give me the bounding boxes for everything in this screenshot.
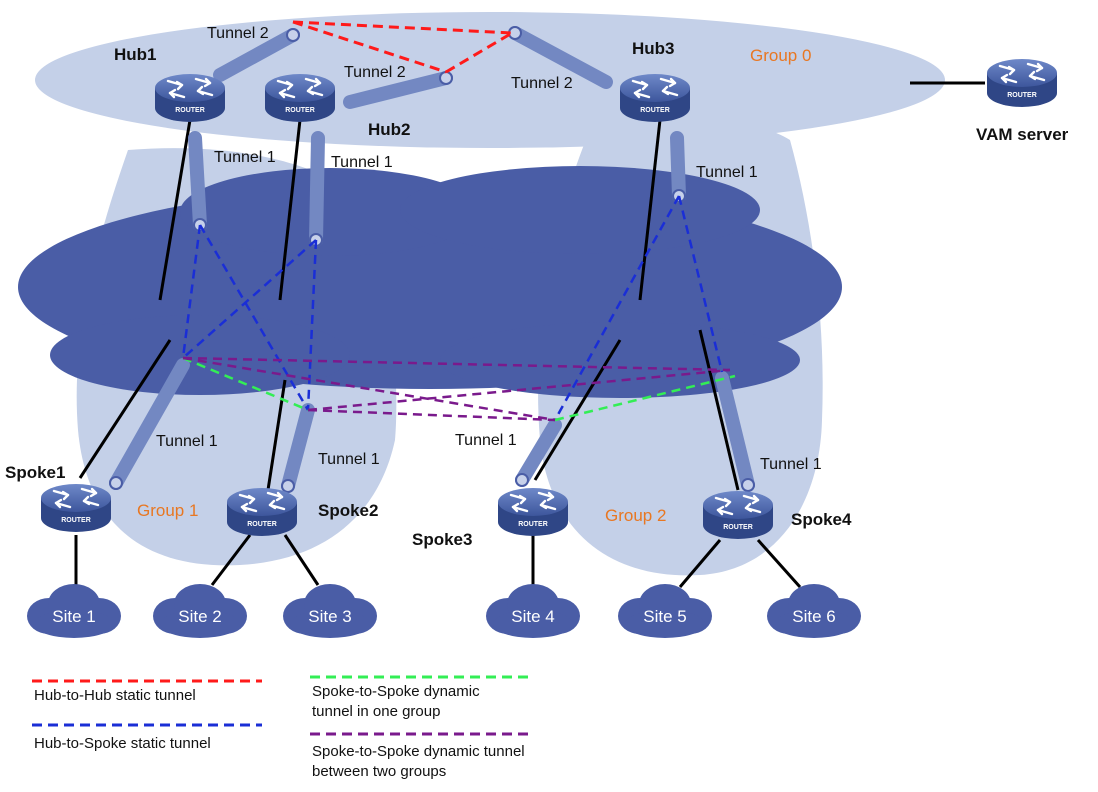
routers: ROUTER ROUTER ROUTER ROUTER ROUTER ROUTE…: [39, 57, 1059, 541]
tunnel-1-label-spoke1: Tunnel 1: [156, 433, 218, 450]
site-5-cloud: [618, 584, 712, 638]
site-5-label: Site 5: [643, 607, 686, 626]
physical-links: [74, 81, 985, 588]
tunnel-labels: Tunnel 2 Tunnel 2 Tunnel 2 Tunnel 1 Tunn…: [156, 25, 822, 473]
legend-hub-spoke-text: Hub-to-Spoke static tunnel: [34, 735, 211, 752]
site-2-label: Site 2: [178, 607, 221, 626]
legend-s2s-one-text-2: tunnel in one group: [312, 703, 440, 720]
site-2-cloud: [153, 584, 247, 638]
legend-s2s-one-text-1: Spoke-to-Spoke dynamic: [312, 683, 480, 700]
tunnel-1-label-hub2: Tunnel 1: [331, 154, 393, 171]
hub-to-spoke-tunnels: [181, 195, 724, 421]
router-caption: ROUTER: [285, 107, 315, 114]
legend: Hub-to-Hub static tunnel Hub-to-Spoke st…: [32, 675, 532, 780]
hub1-router[interactable]: ROUTER: [153, 72, 227, 124]
site-6-cloud: [767, 584, 861, 638]
router-caption: ROUTER: [1007, 92, 1037, 99]
link-spoke4: [698, 329, 740, 491]
hub2-router[interactable]: ROUTER: [263, 72, 337, 124]
device-labels: Hub1 Hub2 Hub3 VAM server Spoke1 Spoke2 …: [5, 39, 1069, 549]
tube-spoke4-t1: [715, 371, 755, 492]
tunnel-2-label-hub1: Tunnel 2: [207, 25, 269, 42]
legend-s2s-two-text-2: between two groups: [312, 763, 446, 780]
site-6-label: Site 6: [792, 607, 835, 626]
tube-hub3-t1: [670, 131, 686, 203]
hub1-label: Hub1: [114, 45, 157, 64]
tube-hub1-t1: [188, 131, 207, 232]
group-labels: Group 0 Group 1 Group 2: [137, 46, 811, 525]
site-clouds: [27, 584, 861, 638]
spoke1-label: Spoke1: [5, 463, 65, 482]
legend-s2s-two-text-1: Spoke-to-Spoke dynamic tunnel: [312, 743, 525, 760]
site-3-label: Site 3: [308, 607, 351, 626]
spoke-to-spoke-two-groups: [182, 356, 731, 422]
hub-to-hub-tunnels: [292, 20, 513, 74]
hub3-router[interactable]: ROUTER: [618, 72, 692, 124]
router-caption: ROUTER: [723, 524, 753, 531]
link-hub1: [158, 119, 192, 301]
spoke2-router[interactable]: ROUTER: [225, 486, 299, 538]
tunnel-1-label-hub3: Tunnel 1: [696, 164, 758, 181]
link-spoke3: [533, 339, 622, 481]
link-spoke4-site6: [756, 539, 802, 588]
vam-server-router[interactable]: ROUTER: [985, 57, 1059, 109]
link-spoke2-site2: [210, 534, 252, 586]
vam-server-label: VAM server: [976, 125, 1069, 144]
router-caption: ROUTER: [247, 521, 277, 528]
spoke-to-spoke-one-group: [182, 356, 736, 422]
router-caption: ROUTER: [175, 107, 205, 114]
link-spoke1: [78, 339, 172, 479]
group-0-label: Group 0: [750, 46, 811, 65]
site-1-cloud: [27, 584, 121, 638]
router-caption: ROUTER: [61, 517, 91, 524]
site-1-label: Site 1: [52, 607, 95, 626]
tunnel-1-label-spoke3: Tunnel 1: [455, 432, 517, 449]
tube-hub2-t1: [309, 131, 325, 247]
site-4-cloud: [486, 584, 580, 638]
spoke3-label: Spoke3: [412, 530, 472, 549]
tunnel-1-label-spoke4: Tunnel 1: [760, 456, 822, 473]
tube-hub2-t2: [343, 71, 453, 109]
legend-hub-hub-text: Hub-to-Hub static tunnel: [34, 687, 196, 704]
tunnel-1-label-spoke2: Tunnel 1: [318, 451, 380, 468]
tunnel-tubes: [109, 26, 755, 493]
site-labels: Site 1 Site 2 Site 3 Site 4 Site 5 Site …: [52, 607, 835, 626]
tube-spoke2-t1: [281, 403, 315, 493]
tunnel-2-label-hub3: Tunnel 2: [511, 75, 573, 92]
router-caption: ROUTER: [518, 521, 548, 528]
hub2-label: Hub2: [368, 120, 411, 139]
tunnel-2-label-hub2: Tunnel 2: [344, 64, 406, 81]
tube-spoke1-t1: [109, 358, 190, 490]
group-2-label: Group 2: [605, 506, 666, 525]
spoke1-router[interactable]: ROUTER: [39, 482, 113, 534]
spoke3-router[interactable]: ROUTER: [496, 486, 570, 538]
internet-cloud: [18, 166, 842, 398]
router-caption: ROUTER: [640, 107, 670, 114]
hub3-label: Hub3: [632, 39, 675, 58]
group-1-label: Group 1: [137, 501, 198, 520]
link-hub3: [638, 119, 662, 301]
link-hub2: [278, 119, 302, 301]
tube-spoke3-t1: [515, 418, 562, 487]
link-spoke4-site5: [678, 539, 722, 588]
spoke2-label: Spoke2: [318, 501, 378, 520]
site-3-cloud: [283, 584, 377, 638]
spoke4-label: Spoke4: [791, 510, 852, 529]
spoke4-router[interactable]: ROUTER: [701, 489, 775, 541]
link-spoke2-site3: [283, 534, 320, 586]
site-4-label: Site 4: [511, 607, 554, 626]
tube-hub3-t2: [508, 26, 613, 89]
tunnel-1-label-hub1: Tunnel 1: [214, 149, 276, 166]
tube-hub1-t2: [213, 28, 300, 82]
